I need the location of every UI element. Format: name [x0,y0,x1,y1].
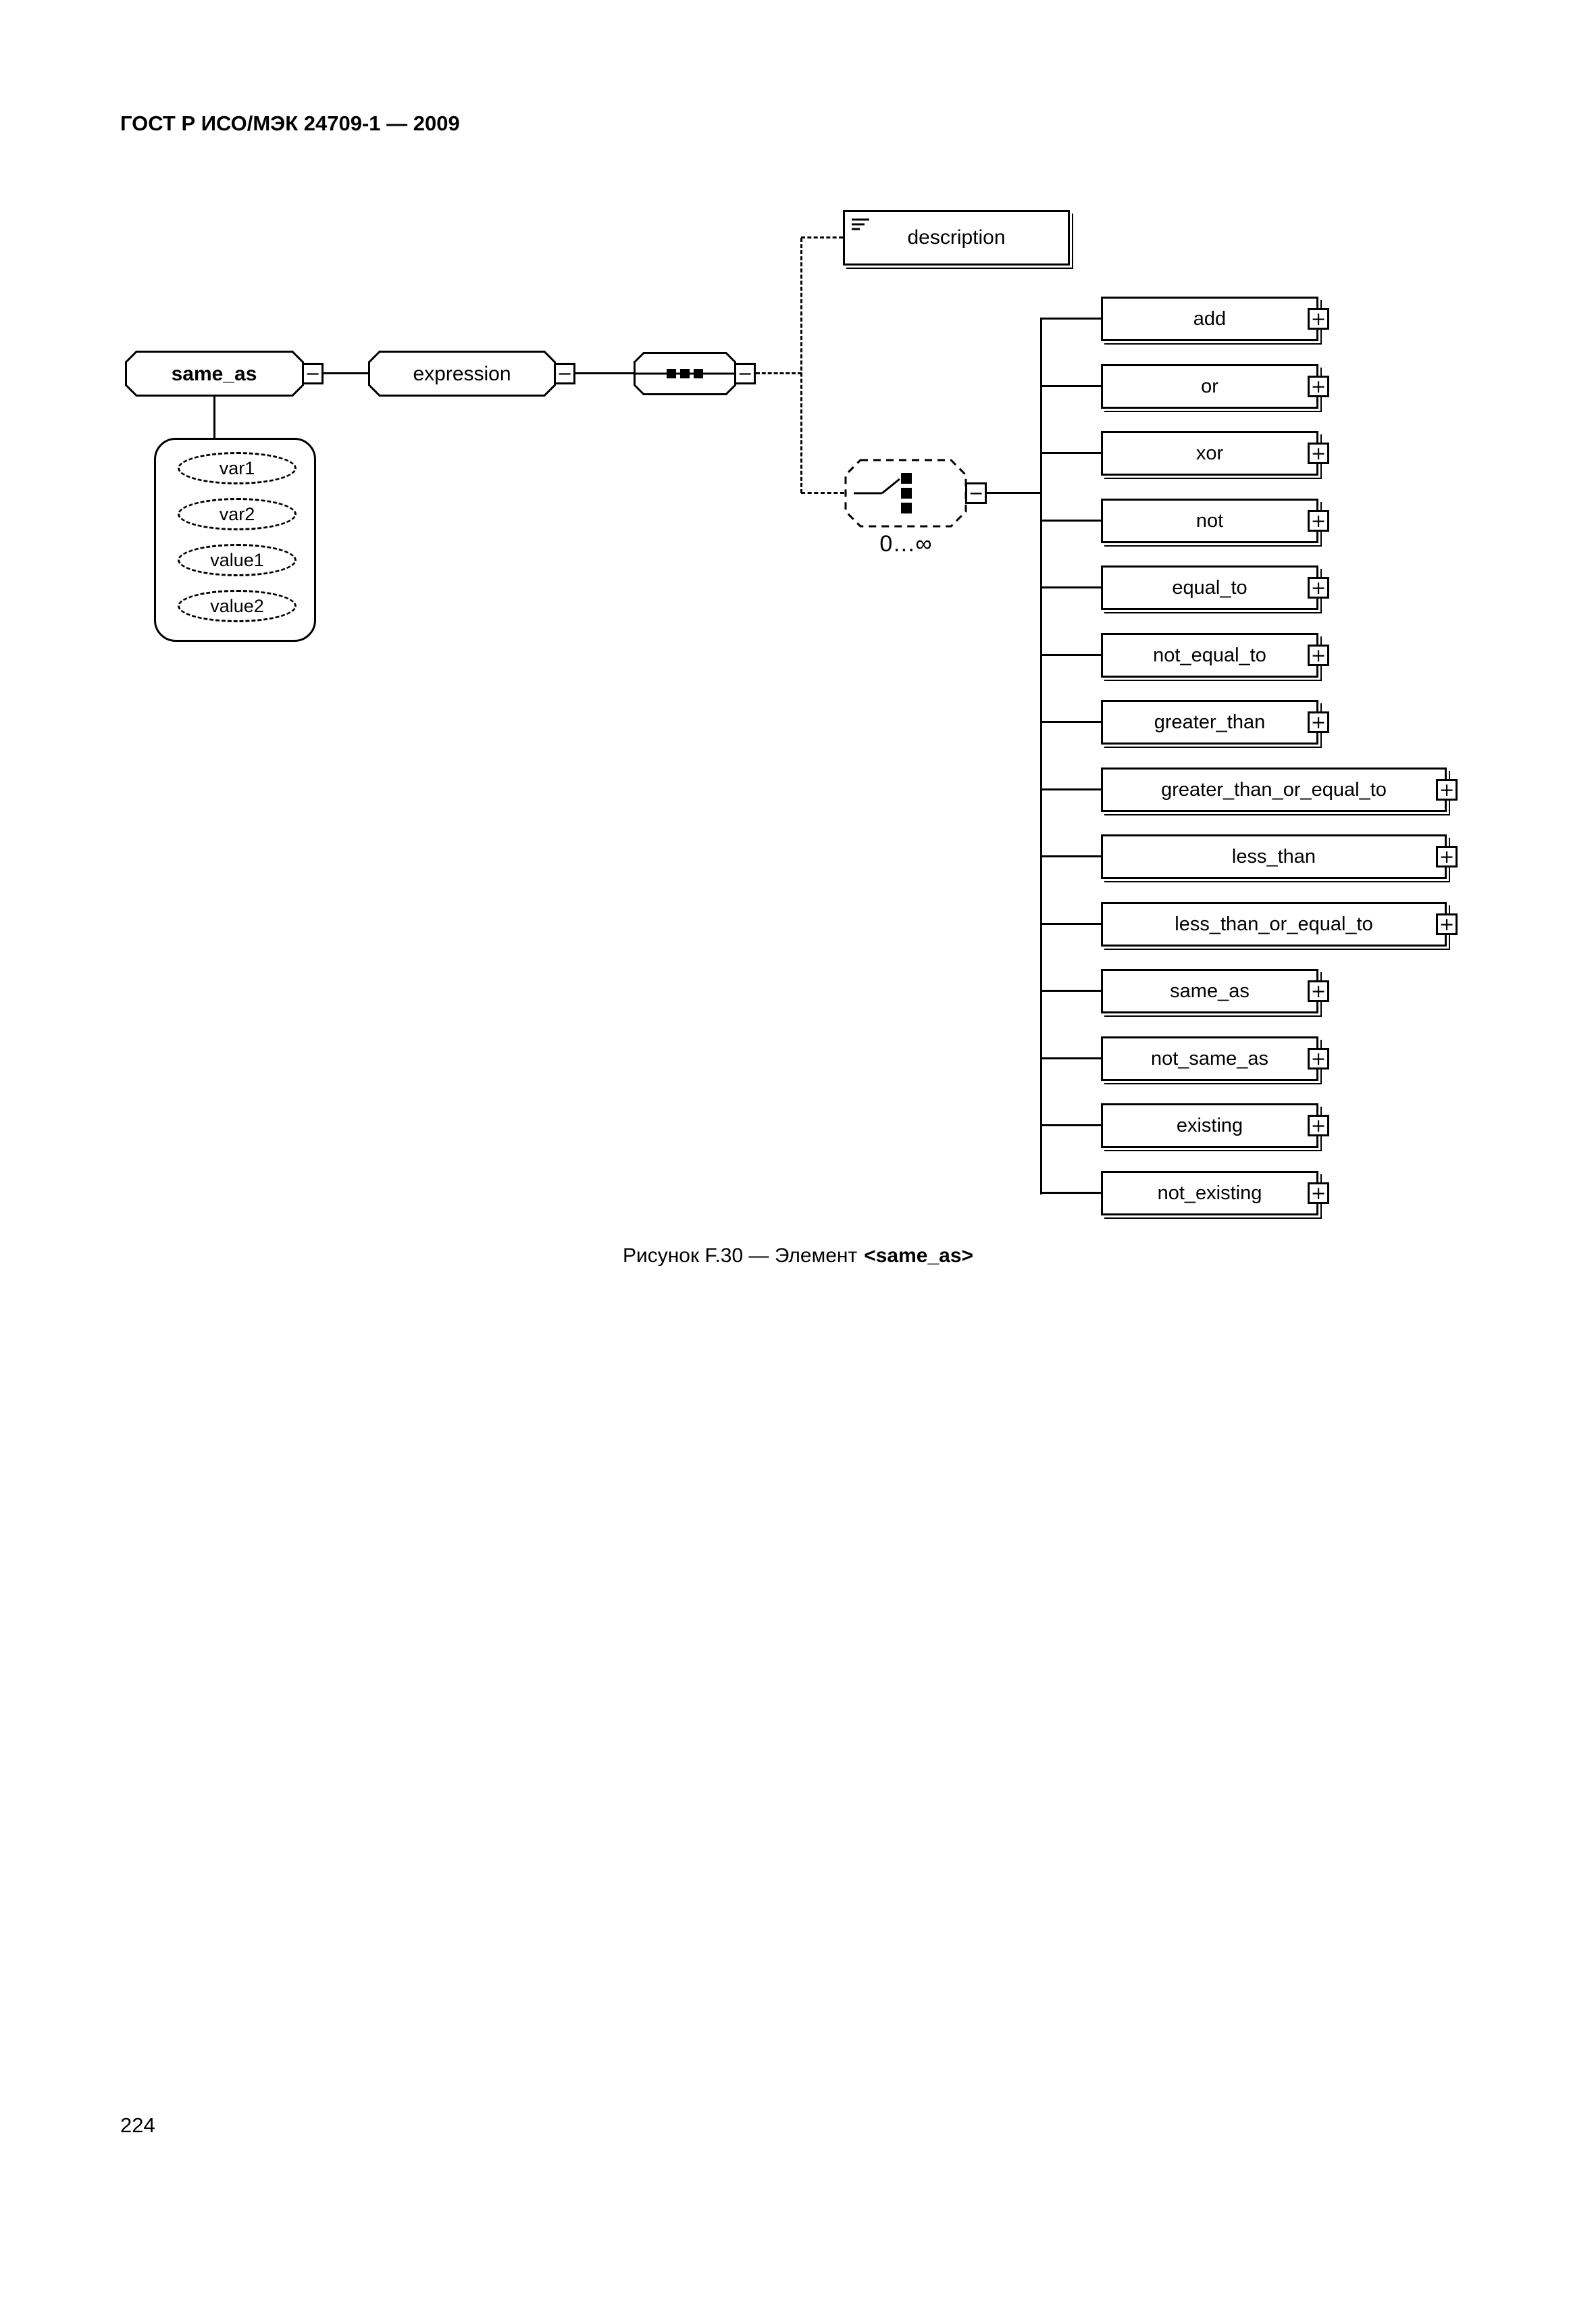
expand-icon: + [1436,779,1458,801]
connector-line [324,372,368,374]
element-label: greater_than [1154,711,1266,733]
octagon-shape [125,351,304,397]
element-label: same_as [1170,980,1250,1002]
sequence-compositor-icon [634,352,736,395]
element-same_as: same_as [1101,969,1318,1013]
connector-line [1040,788,1101,790]
connector-line [575,372,634,374]
connector-line [1040,520,1101,522]
element-label: or [1201,375,1218,397]
expand-icon: + [1308,980,1329,1002]
element-greater_than_or_equal_to: greater_than_or_equal_to [1101,768,1447,812]
expand-icon: + [1308,1182,1329,1204]
element-xor: xor [1101,431,1318,476]
element-label: not_same_as [1150,1047,1269,1070]
occurrence-label: 0…∞ [879,531,932,557]
expand-icon: + [1308,711,1329,733]
collapse-icon: − [302,363,324,384]
element-label: existing [1176,1114,1243,1136]
expand-icon: + [1308,308,1329,330]
text-content-icon [852,218,869,230]
attribute-var2: var2 [178,498,297,530]
connector-line [1040,385,1101,387]
element-not_equal_to: not_equal_to [1101,633,1318,678]
page-number: 224 [120,2113,155,2137]
branch-trunk-line [1040,318,1042,1194]
connector-line-dashed [801,492,844,494]
connector-line [1040,923,1101,925]
collapse-icon: − [965,482,987,504]
attribute-group-box: var1 var2 value1 value2 [154,438,316,642]
connector-line [213,397,215,438]
element-label: greater_than_or_equal_to [1161,778,1387,801]
element-existing: existing [1101,1103,1318,1148]
figure-caption: Рисунок F.30 — Элемент <same_as> [0,1244,1596,1267]
root-element-box: same_as [125,351,304,397]
expand-icon: + [1308,376,1329,397]
expand-icon: + [1308,645,1329,666]
expand-icon: + [1436,913,1458,935]
connector-line-dashed [756,372,802,374]
document-header: ГОСТ Р ИСО/МЭК 24709-1 — 2009 [120,111,460,135]
expand-icon: + [1308,510,1329,532]
connector-line [1040,721,1101,723]
element-label: not_equal_to [1153,644,1266,666]
connector-line [1040,452,1101,454]
element-label: xor [1195,442,1224,464]
element-label: equal_to [1172,576,1247,599]
choice-compositor-icon [844,459,967,528]
connector-line [1040,990,1101,992]
connector-line [1040,1124,1101,1126]
root-element-label: same_as [172,363,257,385]
expand-icon: + [1436,846,1458,867]
element-label: less_than [1231,845,1316,867]
connector-line-dashed [801,236,843,238]
element-not: not [1101,499,1318,543]
connector-line [1040,654,1101,656]
element-not_same_as: not_same_as [1101,1036,1318,1081]
connector-line [1040,586,1101,588]
collapse-icon: − [734,363,756,384]
expression-label: expression [413,363,511,385]
caption-element-name: <same_as> [864,1244,974,1267]
element-less_than_or_equal_to: less_than_or_equal_to [1101,902,1447,947]
connector-line [1040,1192,1101,1194]
element-label: less_than_or_equal_to [1175,913,1373,935]
connector-line [1040,1057,1101,1059]
attribute-value2: value2 [178,590,297,622]
element-equal_to: equal_to [1101,565,1318,610]
element-or: or [1101,364,1318,409]
description-element-box: description [843,210,1070,266]
collapse-icon: − [554,363,575,384]
description-label: description [907,226,1006,249]
connector-line [987,492,1042,494]
expand-icon: + [1308,1048,1329,1070]
expand-icon: + [1308,577,1329,599]
connector-line-dashed [800,238,802,493]
expression-element-box: expression [368,351,556,397]
element-label: not_existing [1157,1182,1262,1204]
element-not_existing: not_existing [1101,1171,1318,1215]
connector-line [1040,855,1101,857]
element-label: add [1193,307,1227,330]
element-less_than: less_than [1101,834,1447,879]
attribute-value1: value1 [178,544,297,576]
caption-text: Рисунок F.30 — Элемент [622,1244,858,1267]
element-label: not [1195,509,1224,532]
attribute-var1: var1 [178,452,297,484]
expand-icon: + [1308,1115,1329,1136]
element-add: add [1101,297,1318,341]
octagon-shape [368,351,556,397]
connector-line [1040,318,1101,320]
expand-icon: + [1308,443,1329,464]
element-greater_than: greater_than [1101,700,1318,745]
